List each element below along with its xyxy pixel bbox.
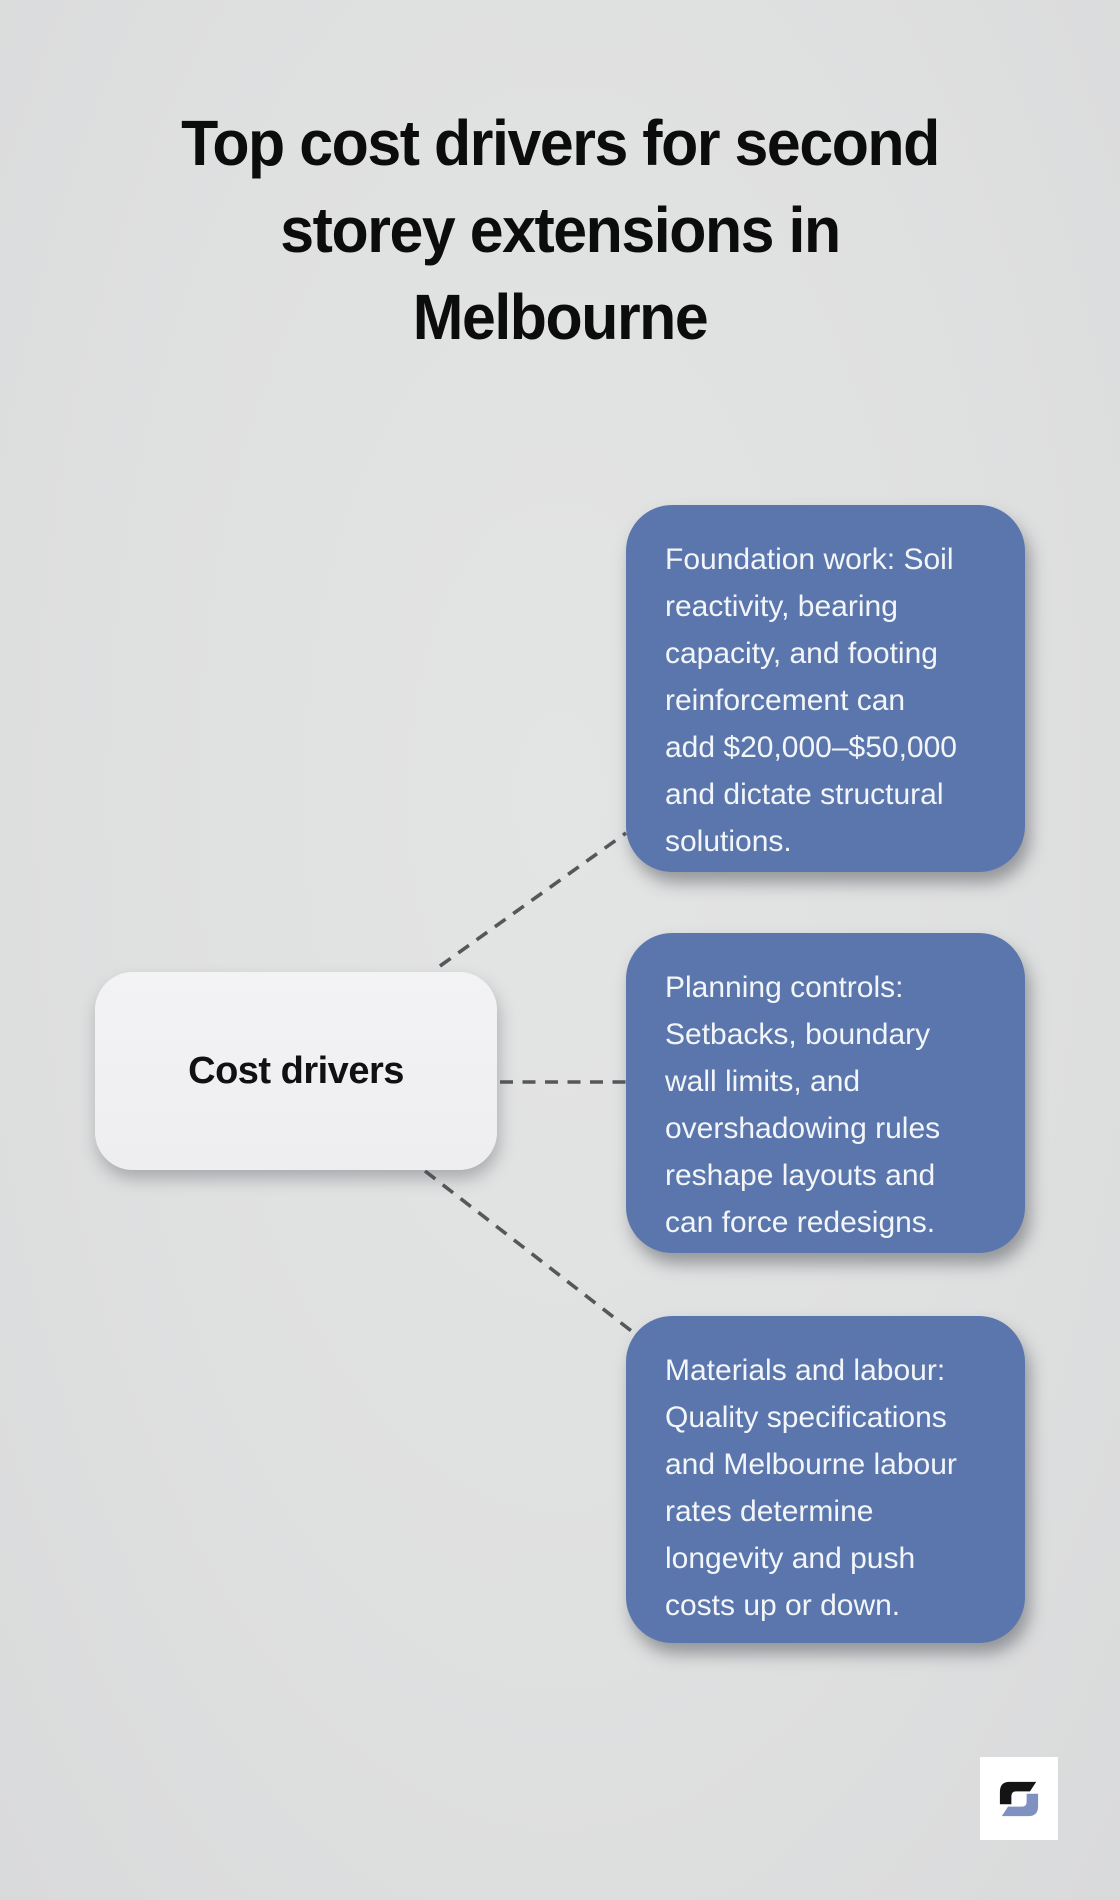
brand-logo <box>980 1757 1058 1840</box>
s-monogram-icon <box>999 1781 1039 1816</box>
branch-card-text-planning-controls: Planning controls: Setbacks, boundary wa… <box>665 971 941 1239</box>
branch-card-planning-controls: Planning controls: Setbacks, boundary wa… <box>626 933 1025 1253</box>
root-node-cost-drivers: Cost drivers <box>95 972 497 1170</box>
branch-card-text-foundation-work: Foundation work: Soil reactivity, bearin… <box>665 543 957 858</box>
branch-card-text-materials-and-labour: Materials and labour: Quality specificat… <box>665 1354 957 1622</box>
connector-to-materials-and-labour <box>423 1169 636 1335</box>
branch-card-foundation-work: Foundation work: Soil reactivity, bearin… <box>626 505 1025 872</box>
connector-to-foundation-work <box>438 831 628 968</box>
branch-card-materials-and-labour: Materials and labour: Quality specificat… <box>626 1316 1025 1643</box>
page-title: Top cost drivers for second storey exten… <box>181 107 940 353</box>
root-node-label: Cost drivers <box>188 1049 404 1092</box>
